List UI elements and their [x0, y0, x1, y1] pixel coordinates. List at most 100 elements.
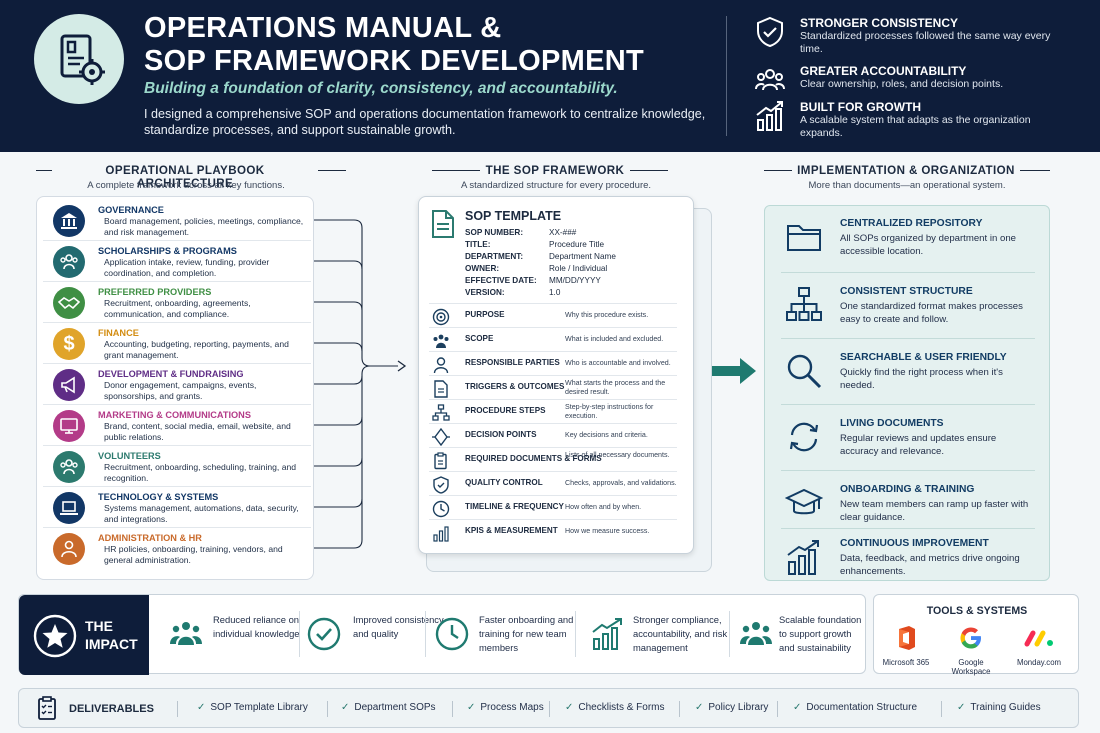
person-icon — [53, 533, 85, 565]
impact-item-knowledge: Reduced reliance on individual knowledge — [169, 605, 319, 663]
star-icon — [33, 614, 77, 658]
folder-icon — [787, 225, 821, 251]
sop-section-kpis: KPIs & MeasurementHow we measure success… — [429, 519, 677, 543]
impact-item-compliance: Stronger compliance, accountability, and… — [591, 605, 751, 663]
hierarchy-icon — [786, 287, 822, 321]
description: I designed a comprehensive SOP and opera… — [144, 107, 706, 137]
deliverables-bar: Deliverables ✓SOP Template Library ✓Depa… — [18, 688, 1079, 728]
deliverable-item: ✓Checklists & Forms — [565, 702, 665, 713]
sop-section-documents: Required Documents & FormsLists of all n… — [429, 447, 677, 471]
flowchart-icon — [432, 404, 450, 421]
sop-section-purpose: PurposeWhy this procedure exists. — [429, 303, 677, 327]
section-line — [318, 170, 346, 171]
header-banner: Operations Manual & SOP Framework Develo… — [0, 0, 1100, 152]
growth-icon — [787, 540, 819, 575]
arch-item-scholarships: Scholarships & Programs Application inta… — [43, 241, 311, 282]
dollar-icon: $ — [53, 328, 85, 360]
graduation-cap-icon — [785, 488, 823, 515]
refresh-icon — [789, 422, 819, 452]
check-icon: ✓ — [565, 702, 574, 713]
impact-item-scalable: Scalable foundation to support growth an… — [739, 605, 867, 663]
diamond-icon — [432, 428, 450, 446]
deliverable-item: ✓Department SOPs — [341, 702, 436, 713]
page-title: Operations Manual & SOP Framework Develo… — [144, 12, 644, 77]
sop-section-steps: Procedure StepsStep-by-step instructions… — [429, 399, 677, 423]
sop-title: The SOP Framework — [485, 164, 625, 177]
clipboard-icon — [434, 452, 447, 470]
target-icon — [432, 308, 450, 326]
sop-subtitle: A standardized structure for every proce… — [460, 180, 652, 191]
tool-monday: Monday.com — [1004, 625, 1074, 667]
arch-item-volunteers: Volunteers Recruitment, onboarding, sche… — [43, 446, 311, 487]
check-icon: ✓ — [695, 702, 704, 713]
impl-item-improvement: Continuous ImprovementData, feedback, an… — [781, 538, 1035, 578]
deliverable-item: ✓Policy Library — [695, 702, 769, 713]
section-line — [630, 170, 668, 171]
section-line — [1020, 170, 1050, 171]
architecture-title: Operational Playbook Architecture — [105, 164, 265, 190]
arrow-right-icon — [712, 358, 756, 384]
clock-icon — [432, 500, 450, 518]
clipboard-checklist-icon — [38, 696, 56, 720]
deliverable-item: ✓Documentation Structure — [793, 702, 918, 713]
impact-item-onboarding: Faster onboarding and training for new t… — [435, 605, 591, 663]
document-icon — [432, 210, 454, 238]
monday-logo — [1024, 630, 1053, 647]
arch-item-administration: Administration & HR HR policies, onboard… — [43, 528, 311, 569]
connector-lines — [314, 219, 407, 549]
sop-section-decisions: Decision PointsKey decisions and criteri… — [429, 423, 677, 447]
microsoft-365-logo — [899, 626, 915, 650]
sop-template-card: SOP Template SOP Number:XX-### Title:Pro… — [418, 196, 694, 554]
tool-google-workspace: Google Workspace — [938, 625, 1004, 676]
section-line — [764, 170, 792, 171]
monitor-icon — [53, 410, 85, 442]
people-group-icon — [755, 69, 785, 91]
impact-panel: The Impact Reduced reliance on individua… — [18, 594, 867, 675]
arch-item-marketing: Marketing & Communications Brand, conten… — [43, 405, 311, 446]
search-icon — [787, 354, 822, 389]
sop-section-scope: ScopeWhat is included and excluded. — [429, 327, 677, 351]
megaphone-icon — [53, 369, 85, 401]
handshake-icon — [53, 287, 85, 319]
group-icon — [433, 334, 449, 348]
trend-chart-icon — [592, 618, 622, 650]
check-icon: ✓ — [467, 702, 476, 713]
sop-section-triggers: Triggers & OutcomesWhat starts the proce… — [429, 375, 677, 399]
google-logo — [960, 627, 981, 649]
people-icon — [53, 246, 85, 278]
clock-icon — [435, 617, 469, 651]
section-line — [36, 170, 52, 171]
deliverable-item: ✓Process Maps — [467, 702, 544, 713]
implementation-subtitle: More than documents—an operational syste… — [808, 180, 1006, 191]
check-icon: ✓ — [793, 702, 802, 713]
shield-icon — [433, 476, 449, 494]
tagline: Building a foundation of clarity, consis… — [144, 80, 618, 97]
arch-item-finance: $ Finance Accounting, budgeting, reporti… — [43, 323, 311, 364]
bar-chart-icon — [433, 526, 449, 542]
impact-item-quality: Improved consistency and quality — [307, 605, 447, 663]
tools-panel: Tools & Systems Microsoft 365 Google Wor… — [873, 594, 1079, 676]
deliverable-item: ✓SOP Template Library — [197, 702, 308, 713]
check-icon: ✓ — [341, 702, 350, 713]
arch-item-providers: Preferred Providers Recruitment, onboard… — [43, 282, 311, 323]
impl-item-living-docs: Living DocumentsRegular reviews and upda… — [781, 418, 1035, 471]
arch-item-development: Development & Fundraising Donor engageme… — [43, 364, 311, 405]
arch-item-governance: Governance Board management, policies, m… — [43, 200, 311, 241]
implementation-title: Implementation & Organization — [797, 164, 1015, 177]
section-line — [432, 170, 480, 171]
team-growth-icon — [740, 622, 772, 645]
team-icon — [170, 622, 202, 645]
sop-section-timeline: Timeline & FrequencyHow often and by whe… — [429, 495, 677, 519]
architecture-subtitle: A complete framework across all key func… — [87, 180, 285, 191]
volunteers-icon — [53, 451, 85, 483]
sop-template-title: SOP Template — [465, 209, 562, 223]
arch-item-technology: Technology & Systems Systems management,… — [43, 487, 311, 528]
growth-chart-icon — [756, 101, 783, 131]
architecture-panel: Governance Board management, policies, m… — [36, 196, 314, 580]
impl-item-searchable: Searchable & User FriendlyQuickly find t… — [781, 352, 1035, 405]
impl-item-repository: Centralized RepositoryAll SOPs organized… — [781, 218, 1035, 273]
impl-item-structure: Consistent StructureOne standardized for… — [781, 286, 1035, 339]
implementation-panel: Centralized RepositoryAll SOPs organized… — [764, 205, 1050, 581]
impl-item-onboarding: Onboarding & TrainingNew team members ca… — [781, 484, 1035, 529]
sop-section-responsible: Responsible PartiesWho is accountable an… — [429, 351, 677, 375]
